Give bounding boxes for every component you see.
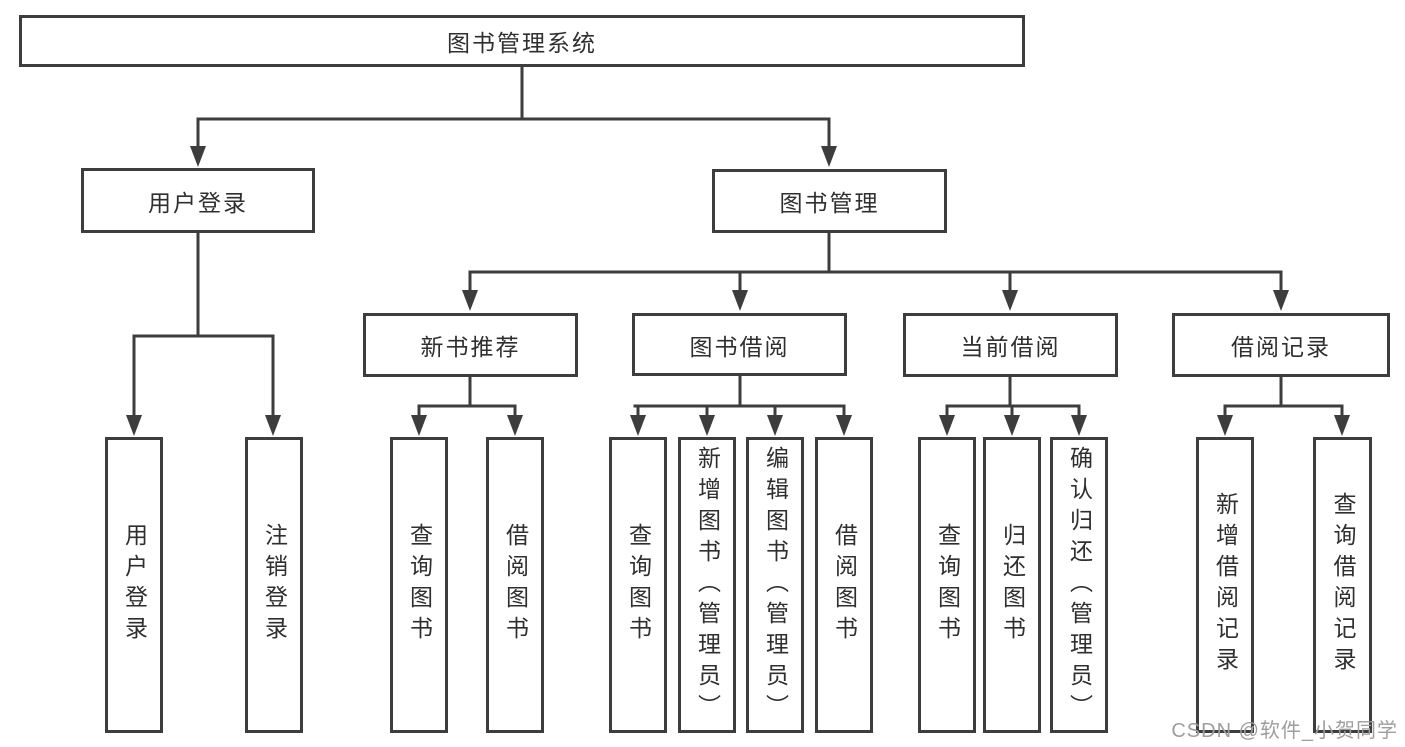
leaf-query-books-3: 查询图书 bbox=[918, 437, 976, 733]
leaf-logout: 注销登录 bbox=[245, 437, 303, 733]
leaf-query-borrow-record: 查询借阅记录 bbox=[1313, 437, 1372, 733]
arrow-icon bbox=[190, 146, 206, 167]
leaf-logout-label: 注销登录 bbox=[261, 523, 288, 647]
leaf-add-book-admin-label: 新增图书（管理员） bbox=[694, 445, 721, 725]
arrow-icon bbox=[1273, 290, 1289, 311]
node-library-system-label: 图书管理系统 bbox=[447, 30, 597, 56]
arrow-icon bbox=[462, 290, 478, 311]
leaf-borrow-books-1-label: 借阅图书 bbox=[502, 523, 529, 647]
leaf-borrow-books-2-label: 借阅图书 bbox=[831, 523, 858, 647]
arrow-icon bbox=[1071, 415, 1087, 436]
node-borrow-records-label: 借阅记录 bbox=[1231, 334, 1331, 360]
leaf-query-books-1: 查询图书 bbox=[390, 437, 448, 733]
node-book-management-label: 图书管理 bbox=[779, 190, 880, 216]
connector-path bbox=[132, 67, 1344, 419]
arrow-icon bbox=[836, 415, 852, 436]
node-book-borrowing: 图书借阅 bbox=[632, 313, 847, 376]
leaf-confirm-return-admin: 确认归还（管理员） bbox=[1050, 437, 1108, 733]
leaf-return-books-label: 归还图书 bbox=[999, 523, 1026, 647]
leaf-add-borrow-record: 新增借阅记录 bbox=[1196, 437, 1254, 733]
watermark: CSDN @软件_小贺同学 bbox=[1171, 720, 1398, 742]
leaf-user-login: 用户登录 bbox=[105, 437, 163, 733]
arrow-icon bbox=[939, 415, 955, 436]
arrow-icon bbox=[630, 415, 646, 436]
node-book-borrowing-label: 图书借阅 bbox=[689, 333, 790, 360]
leaf-query-books-1-label: 查询图书 bbox=[406, 523, 433, 647]
leaf-return-books: 归还图书 bbox=[983, 437, 1041, 733]
leaf-add-borrow-record-label: 新增借阅记录 bbox=[1212, 492, 1239, 678]
arrow-icon bbox=[767, 415, 783, 436]
node-new-book-recommend-label: 新书推荐 bbox=[420, 334, 521, 360]
node-current-borrowing-label: 当前借阅 bbox=[960, 334, 1061, 360]
arrow-icon bbox=[732, 290, 748, 311]
arrow-icon bbox=[1334, 415, 1350, 436]
leaf-query-borrow-record-label: 查询借阅记录 bbox=[1330, 492, 1356, 678]
arrow-icon bbox=[699, 415, 715, 436]
leaf-borrow-books-1: 借阅图书 bbox=[486, 437, 544, 733]
arrow-icon bbox=[126, 415, 142, 436]
leaf-query-books-2-label: 查询图书 bbox=[625, 523, 652, 647]
arrow-icon bbox=[411, 415, 427, 436]
arrow-icon bbox=[1217, 415, 1233, 436]
leaf-user-login-label: 用户登录 bbox=[121, 523, 148, 647]
leaf-edit-book-admin-label: 编辑图书（管理员） bbox=[762, 445, 789, 725]
leaf-add-book-admin: 新增图书（管理员） bbox=[678, 437, 736, 733]
arrow-icon bbox=[1002, 290, 1018, 311]
node-borrow-records: 借阅记录 bbox=[1172, 313, 1390, 377]
node-book-management: 图书管理 bbox=[712, 169, 947, 233]
arrow-icon bbox=[507, 415, 523, 436]
leaf-query-books-2: 查询图书 bbox=[609, 437, 667, 733]
leaf-confirm-return-admin-label: 确认归还（管理员） bbox=[1066, 445, 1093, 725]
arrow-icon bbox=[821, 146, 837, 167]
node-user-login-label: 用户登录 bbox=[148, 189, 248, 216]
node-current-borrowing: 当前借阅 bbox=[903, 313, 1118, 377]
arrow-icon bbox=[265, 415, 281, 436]
leaf-borrow-books-2: 借阅图书 bbox=[815, 437, 873, 733]
leaf-edit-book-admin: 编辑图书（管理员） bbox=[746, 437, 804, 733]
arrow-icon bbox=[1004, 415, 1020, 436]
node-library-system: 图书管理系统 bbox=[19, 15, 1025, 67]
leaf-query-books-3-label: 查询图书 bbox=[934, 523, 961, 647]
node-new-book-recommend: 新书推荐 bbox=[363, 313, 578, 377]
arrowheads bbox=[126, 146, 1350, 436]
node-user-login: 用户登录 bbox=[81, 168, 315, 233]
